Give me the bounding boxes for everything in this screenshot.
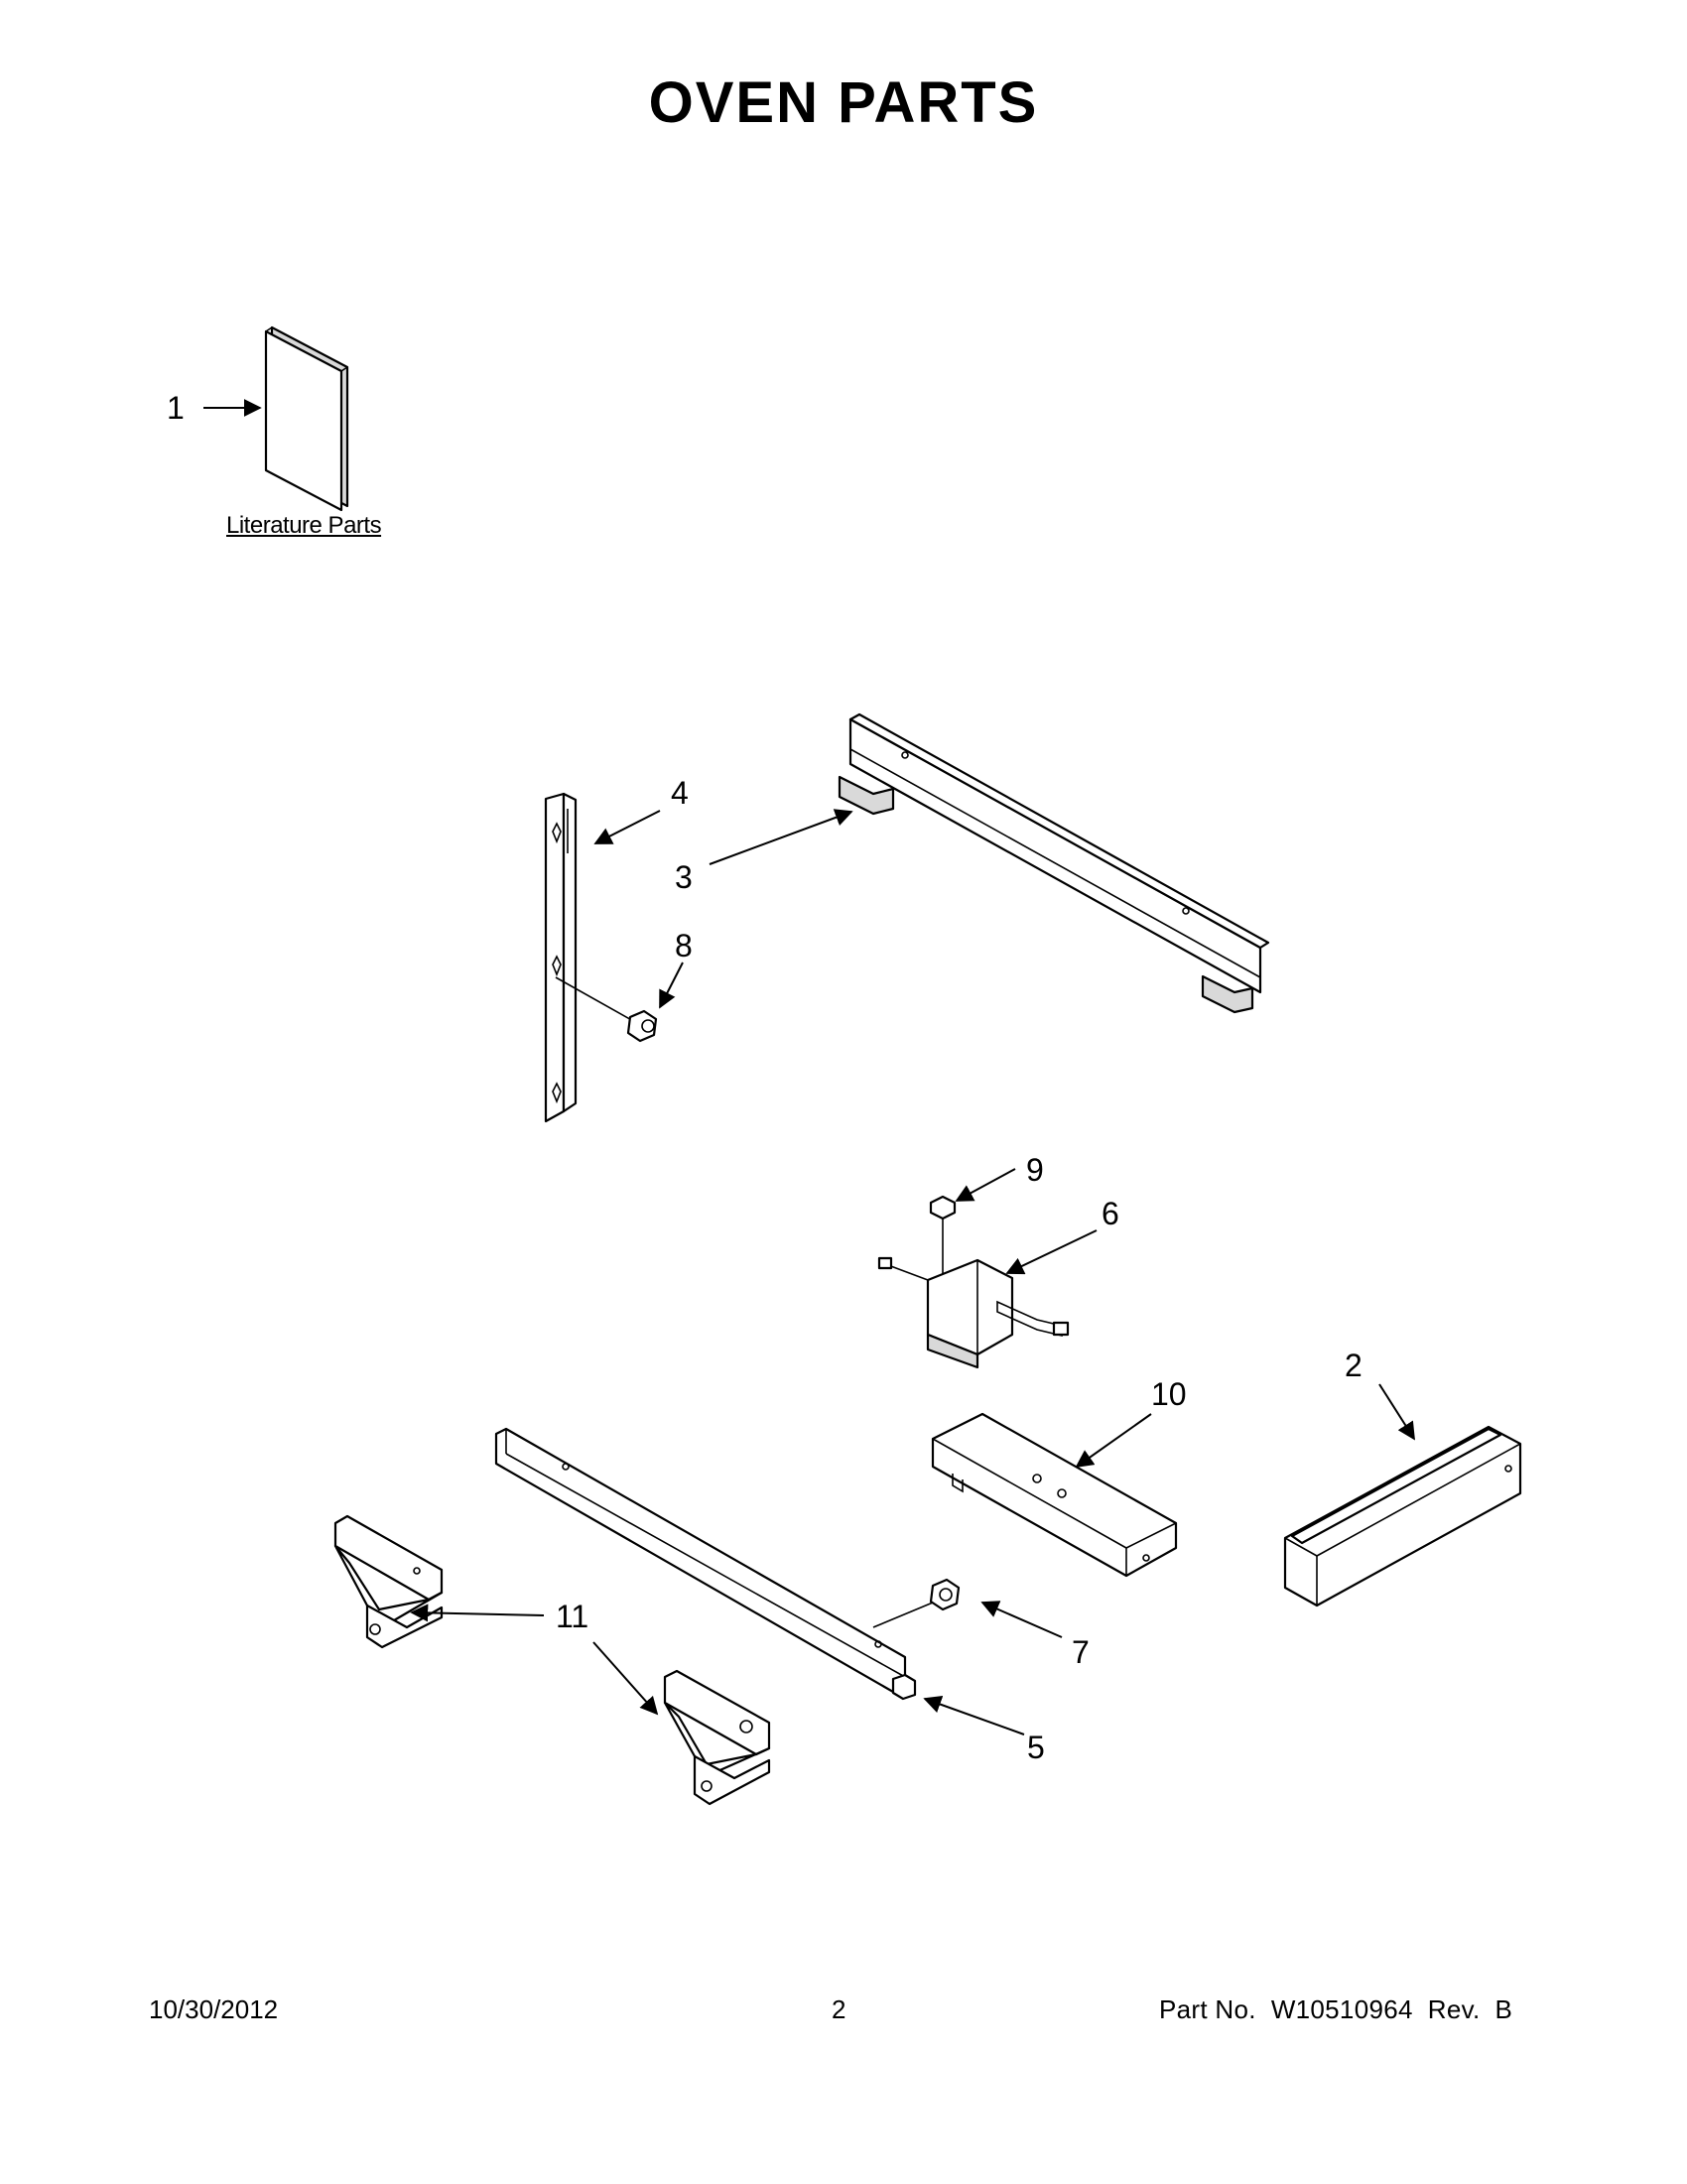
footer-page-number: 2 (832, 1994, 846, 2024)
screw-part-7 (872, 1578, 961, 1628)
screw-part-8 (555, 976, 658, 1043)
callout-7: 7 (1072, 1634, 1090, 1670)
leader-8 (659, 962, 684, 1009)
vertical-side-bracket (544, 792, 578, 1123)
footer-date: 10/30/2012 (149, 1994, 279, 2024)
leader-6 (1005, 1229, 1098, 1275)
literature-parts-label: Literature Parts (226, 512, 382, 539)
callout-9: 9 (1026, 1152, 1044, 1188)
transformer (877, 1256, 1070, 1369)
page-title: OVEN PARTS (648, 70, 1039, 135)
callout-6: 6 (1102, 1196, 1119, 1231)
l-bracket-upper (333, 1514, 444, 1649)
callout-2: 2 (1345, 1348, 1363, 1383)
footer-part-number: Part No. W10510964 Rev. B (1159, 1994, 1513, 2024)
leader-9 (955, 1168, 1016, 1202)
leader-4 (593, 810, 661, 844)
leader-7 (980, 1601, 1063, 1638)
leader-11b (592, 1641, 659, 1716)
callout-8: 8 (675, 928, 693, 964)
l-bracket-lower (663, 1669, 771, 1806)
callout-5: 5 (1027, 1730, 1045, 1765)
leader-3 (709, 809, 853, 865)
channel-cover (931, 1412, 1178, 1578)
bottom-rail (494, 1427, 917, 1701)
leader-2 (1378, 1383, 1415, 1441)
callout-4: 4 (671, 775, 689, 811)
leader-11a (410, 1604, 545, 1622)
literature-booklet (264, 325, 349, 512)
callout-10: 10 (1151, 1376, 1187, 1412)
leader-5 (923, 1696, 1025, 1735)
callout-3: 3 (675, 859, 693, 895)
leader-10 (1075, 1413, 1152, 1469)
callout-1: 1 (167, 390, 185, 426)
callout-11: 11 (556, 1599, 588, 1634)
top-rail (838, 712, 1270, 1014)
box-housing (1283, 1425, 1522, 1607)
